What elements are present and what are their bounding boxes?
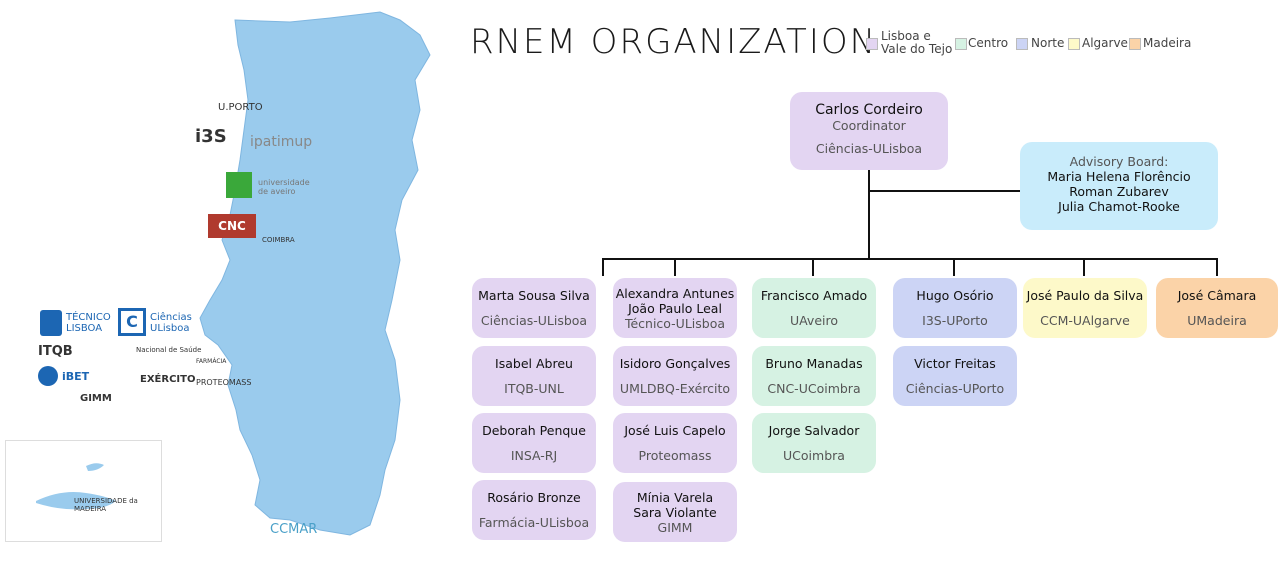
member-name: Jorge Salvador	[768, 423, 860, 438]
coordinator-role: Coordinator	[832, 118, 906, 133]
member-affiliation: Técnico-ULisboa	[624, 316, 726, 331]
member-name: José Paulo da Silva	[1026, 288, 1144, 303]
member-affiliation: Farmácia-ULisboa	[478, 515, 590, 530]
member-affiliation: UAveiro	[789, 313, 839, 328]
member-name: Francisco Amado	[760, 288, 868, 303]
ciencias-icon: C	[118, 308, 146, 336]
member-name: Hugo Osório	[916, 288, 994, 303]
advisory-member: Maria Helena Florêncio	[1047, 169, 1191, 184]
member-affiliation: CNC-UCoimbra	[767, 381, 861, 396]
member-box: Isabel Abreu ITQB-UNL	[472, 346, 596, 406]
member-box: Rosário Bronze Farmácia-ULisboa	[472, 480, 596, 540]
coimbra-logo: COIMBRA	[262, 236, 295, 244]
connector-col-5	[1083, 258, 1085, 276]
madeira-map-icon	[36, 463, 116, 510]
ibet-icon	[38, 366, 58, 386]
member-name: Marta Sousa Silva	[478, 288, 590, 303]
member-name: Isidoro Gonçalves	[619, 356, 731, 371]
connector-col-3	[812, 258, 814, 276]
member-box: Deborah Penque INSA-RJ	[472, 413, 596, 473]
uaveiro-icon	[226, 172, 252, 198]
member-affiliation: UMadeira	[1187, 313, 1247, 328]
connector-advisory	[868, 190, 1020, 192]
member-box: Bruno Manadas CNC-UCoimbra	[752, 346, 876, 406]
legend-label-madeira: Madeira	[1143, 36, 1192, 50]
member-affiliation: GIMM	[657, 520, 693, 535]
ibet-logo: iBET	[62, 370, 90, 383]
connector-col-2	[674, 258, 676, 276]
advisory-title: Advisory Board:	[1069, 154, 1169, 169]
member-affiliation: ITQB-UNL	[504, 381, 564, 396]
member-box: Marta Sousa Silva Ciências-ULisboa	[472, 278, 596, 338]
member-box: José Câmara UMadeira	[1156, 278, 1278, 338]
coordinator-affiliation: Ciências-ULisboa	[815, 141, 923, 156]
legend-label-norte: Norte	[1031, 36, 1065, 50]
legend-swatch-centro	[955, 38, 967, 50]
member-box: Alexandra Antunes João Paulo Leal Técnic…	[613, 278, 737, 338]
member-box: Mínia Varela Sara Violante GIMM	[613, 482, 737, 542]
legend-swatch-norte	[1016, 38, 1028, 50]
cnc-logo: CNC	[208, 214, 256, 238]
member-affiliation: Ciências-ULisboa	[480, 313, 588, 328]
member-name: Deborah Penque	[482, 423, 586, 438]
ccmar-logo: CCMAR	[270, 522, 318, 537]
umadeira-logo: UNIVERSIDADE da MADEIRA	[74, 497, 138, 513]
tecnico-logo: TÉCNICO LISBOA	[66, 312, 111, 334]
member-box: Victor Freitas Ciências-UPorto	[893, 346, 1017, 406]
coordinator-name: Carlos Cordeiro	[815, 102, 923, 118]
member-affiliation: I3S-UPorto	[922, 313, 988, 328]
legend-label-centro: Centro	[968, 36, 1009, 50]
i3s-logo: i3S	[195, 126, 227, 147]
legend-swatch-madeira	[1129, 38, 1141, 50]
tecnico-icon	[40, 310, 62, 336]
member-name: Victor Freitas	[914, 356, 996, 371]
connector-col-1	[602, 258, 604, 276]
connector-col-6	[1216, 258, 1218, 276]
advisory-member: Julia Chamot-Rooke	[1058, 199, 1180, 214]
member-affiliation: Proteomass	[638, 448, 712, 463]
member-affiliation: Ciências-UPorto	[905, 381, 1005, 396]
exercito-logo: EXÉRCITO	[140, 374, 196, 385]
member-affiliation: UMLDBQ-Exército	[619, 381, 731, 396]
member-name: José Luis Capelo	[624, 423, 726, 438]
uaveiro-logo: universidade de aveiro	[258, 178, 310, 196]
member-box: José Paulo da Silva CCM-UAlgarve	[1023, 278, 1147, 338]
advisory-member: Roman Zubarev	[1069, 184, 1169, 199]
connector-coordinator	[868, 170, 870, 260]
advisory-board-box: Advisory Board: Maria Helena Florêncio R…	[1020, 142, 1218, 230]
legend-label-lisboa: Lisboa e Vale do Tejo	[881, 29, 953, 56]
gimm-logo: GIMM	[80, 393, 112, 404]
member-name: Rosário Bronze	[487, 490, 581, 505]
member-box: Isidoro Gonçalves UMLDBQ-Exército	[613, 346, 737, 406]
legend-label-algarve: Algarve	[1082, 36, 1128, 50]
member-affiliation: INSA-RJ	[510, 448, 558, 463]
member-box: Hugo Osório I3S-UPorto	[893, 278, 1017, 338]
ipatimup-logo: ipatimup	[250, 134, 313, 150]
member-affiliation: CCM-UAlgarve	[1040, 313, 1130, 328]
insa-logo: Nacional de Saúde	[136, 346, 202, 354]
itqb-logo: ITQB	[38, 344, 73, 359]
page-title: RNEM ORGANIZATION	[470, 22, 878, 62]
legend-swatch-lisboa	[866, 38, 878, 50]
farmacia-logo: FARMÁCIA	[196, 358, 227, 365]
legend-swatch-algarve	[1068, 38, 1080, 50]
connector-col-4	[953, 258, 955, 276]
proteomass-logo: PROTEOMASS	[196, 378, 252, 387]
member-box: José Luis Capelo Proteomass	[613, 413, 737, 473]
portugal-map-panel: UNIVERSIDADE da MADEIRA U.PORTO i3S ipat…	[0, 0, 450, 560]
member-name: Bruno Manadas	[765, 356, 863, 371]
uporto-logo: U.PORTO	[218, 102, 263, 113]
member-box: Francisco Amado UAveiro	[752, 278, 876, 338]
member-affiliation: UCoimbra	[783, 448, 845, 463]
member-name: Isabel Abreu	[495, 356, 573, 371]
connector-horizontal	[602, 258, 1218, 260]
member-name: Mínia Varela Sara Violante	[633, 490, 717, 520]
member-box: Jorge Salvador UCoimbra	[752, 413, 876, 473]
coordinator-box: Carlos Cordeiro Coordinator Ciências-ULi…	[790, 92, 948, 170]
madeira-inset: UNIVERSIDADE da MADEIRA	[5, 440, 162, 542]
ciencias-logo: Ciências ULisboa	[150, 312, 192, 334]
member-name: José Câmara	[1177, 288, 1257, 303]
member-name: Alexandra Antunes João Paulo Leal	[615, 286, 735, 316]
